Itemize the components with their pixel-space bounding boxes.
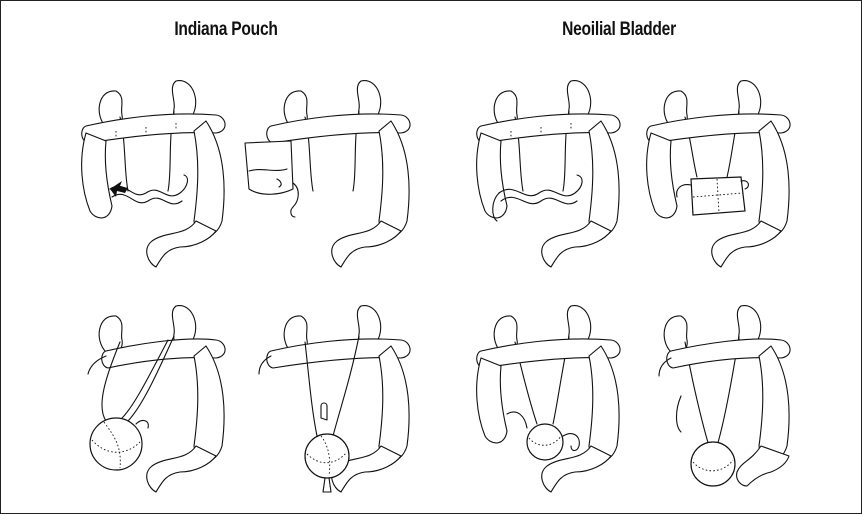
indiana-step1-illustration bbox=[76, 71, 266, 271]
indiana-step2-illustration bbox=[241, 71, 431, 271]
neoilial-step3-illustration bbox=[471, 296, 661, 496]
indiana-pouch-heading: Indiana Pouch bbox=[165, 19, 288, 41]
indiana-step4-illustration bbox=[241, 296, 431, 496]
neoilial-step2-illustration bbox=[641, 71, 831, 271]
indiana-step3-illustration bbox=[76, 296, 266, 496]
neoilial-bladder-heading: Neoilial Bladder bbox=[541, 19, 697, 41]
neoilial-step1-illustration bbox=[471, 71, 661, 271]
neoilial-step4-illustration bbox=[641, 296, 831, 496]
